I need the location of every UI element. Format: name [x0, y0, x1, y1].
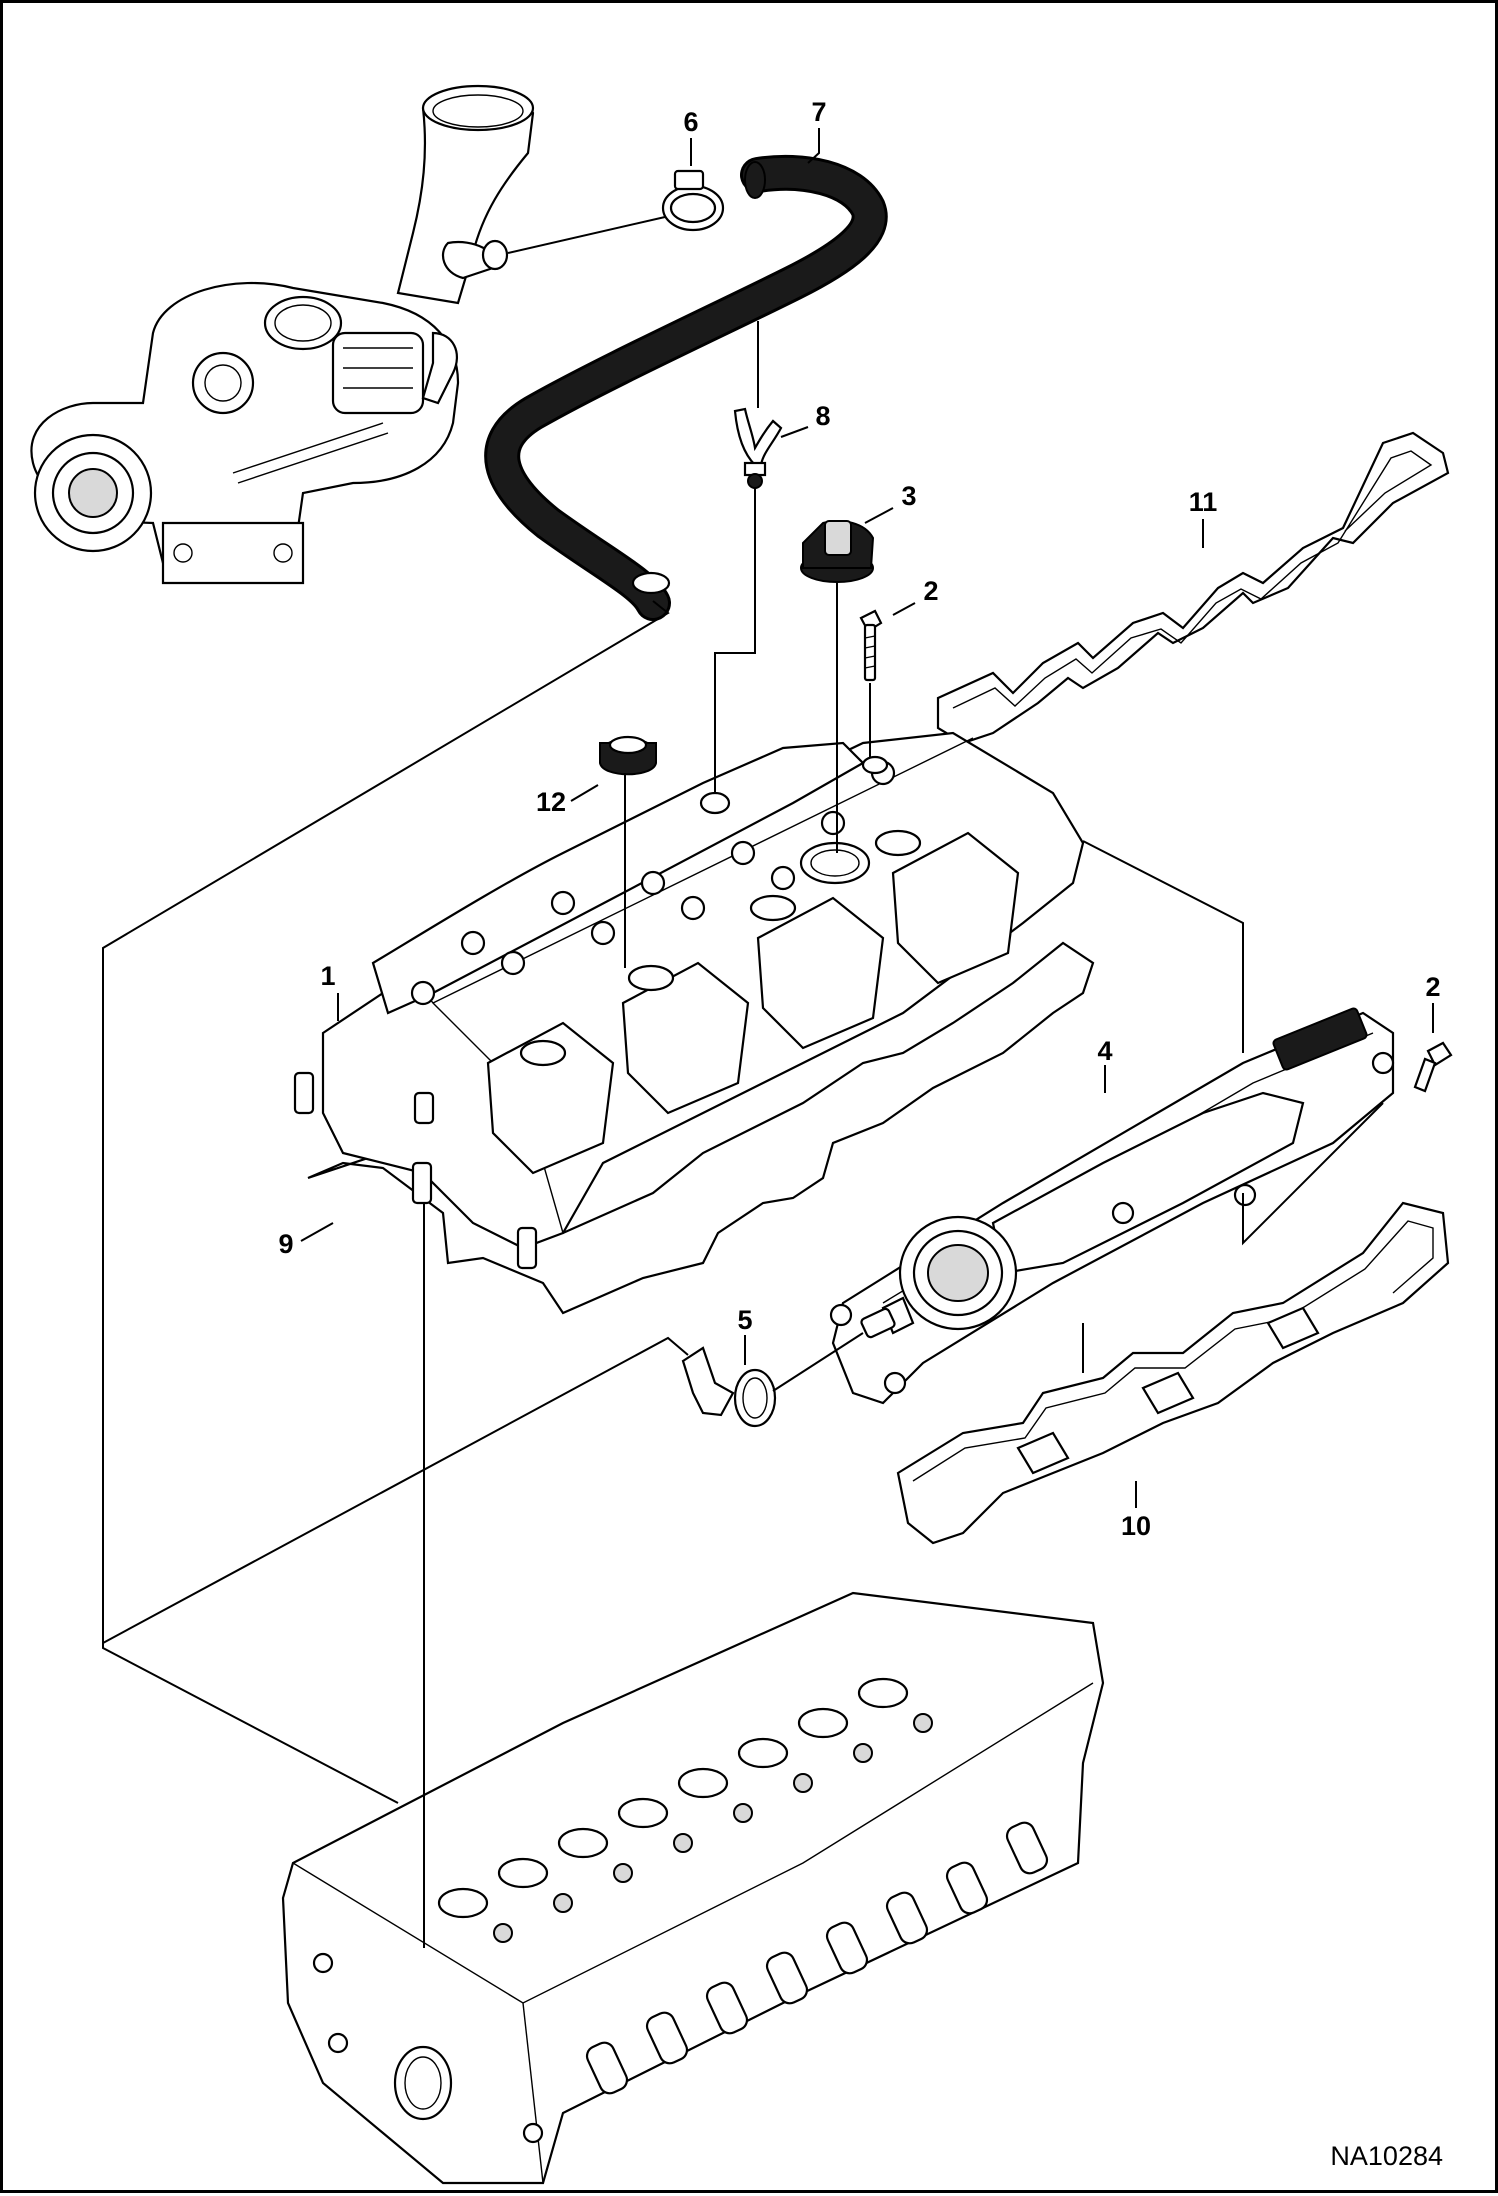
callout-9: 9 — [278, 1229, 293, 1259]
callout-8: 8 — [815, 401, 830, 431]
hose-clamp — [507, 169, 725, 254]
head-valve-ports — [437, 1677, 933, 1943]
head-side-ports — [585, 1821, 1049, 2095]
callout-11: 11 — [1189, 487, 1218, 517]
callouts: 1 2 2 3 4 5 6 7 8 9 10 11 12 — [278, 97, 1440, 1541]
cylinder-head — [281, 1591, 1105, 2185]
callout-12: 12 — [536, 787, 566, 817]
callout-7: 7 — [811, 97, 826, 127]
cover-bolt-upper — [859, 609, 883, 682]
callout-3: 3 — [901, 481, 916, 511]
assembly-lines — [102, 321, 1384, 1948]
callout-1: 1 — [320, 961, 335, 991]
callout-2-right: 2 — [1425, 972, 1440, 1002]
valve-cover-gasket-upper — [936, 431, 1450, 745]
callout-10: 10 — [1121, 1511, 1151, 1541]
hose-clip — [733, 407, 783, 489]
injector-seal — [599, 735, 657, 776]
breather-hose — [484, 154, 888, 621]
breather-gasket — [896, 1201, 1450, 1545]
cover-bolt-right — [1413, 1041, 1453, 1093]
callout-2-upper: 2 — [923, 576, 938, 606]
elbow-fitting — [681, 1346, 777, 1428]
oil-filler-cap — [800, 520, 875, 583]
drawing-reference-code: NA10284 — [1330, 2141, 1443, 2171]
valve-cover — [293, 731, 1095, 1315]
crankcase-breather — [829, 1007, 1395, 1405]
cover-bosses — [410, 760, 896, 1006]
callout-4: 4 — [1097, 1036, 1112, 1066]
exploded-parts-diagram: 1 2 2 3 4 5 6 7 8 9 10 11 12 — [30, 84, 1453, 2185]
callout-6: 6 — [683, 107, 698, 137]
callout-5: 5 — [737, 1305, 752, 1335]
turbocharger — [30, 84, 535, 585]
